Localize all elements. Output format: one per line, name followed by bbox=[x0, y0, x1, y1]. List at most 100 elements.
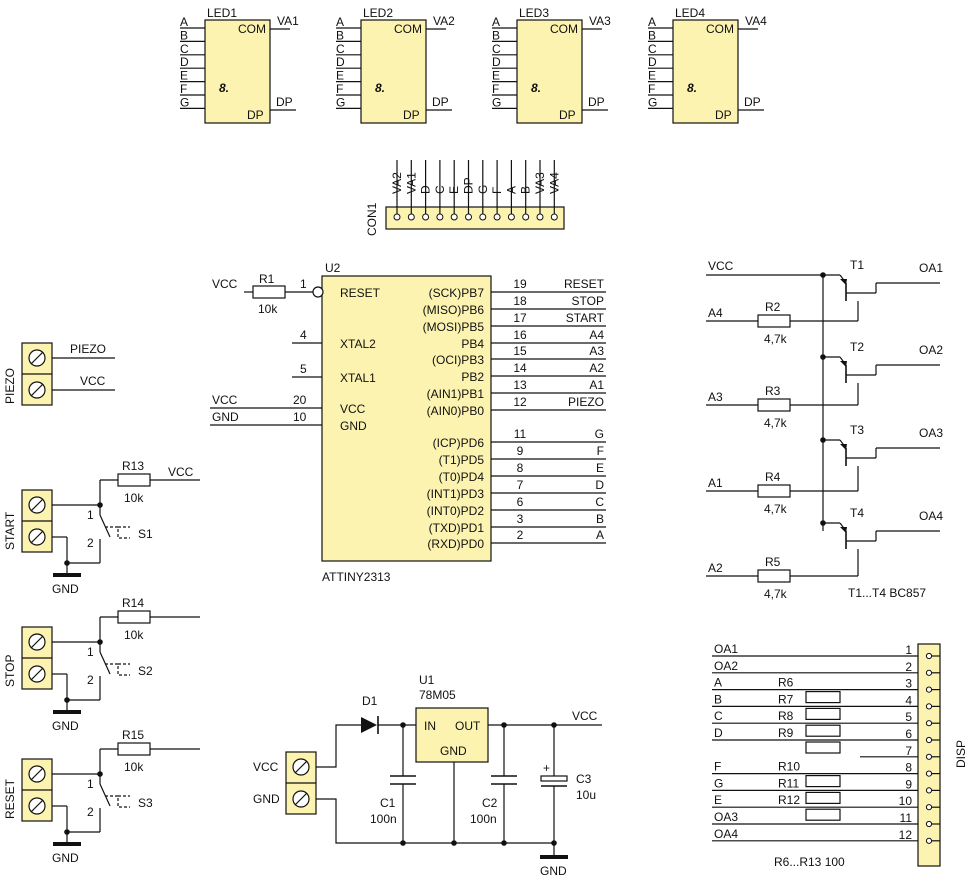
disp-pin bbox=[925, 669, 933, 676]
disp-resistor bbox=[805, 741, 841, 754]
con1-pin bbox=[422, 213, 430, 221]
disp-net: C bbox=[714, 709, 723, 723]
screw-icon bbox=[28, 665, 46, 683]
led-seg-g: G bbox=[336, 95, 345, 109]
reset-inversion-bubble bbox=[312, 286, 324, 298]
mcu-pin-num: 14 bbox=[513, 361, 527, 375]
disp-net: OA4 bbox=[714, 827, 738, 841]
switch-gnd: GND bbox=[52, 582, 79, 596]
mcu-pin-gnd: GND bbox=[340, 419, 367, 433]
regulator-u1 bbox=[415, 707, 489, 763]
switch-pin2: 2 bbox=[87, 536, 94, 550]
base-resistor-value: 4,7k bbox=[764, 332, 788, 346]
mcu-pin-vcc: VCC bbox=[340, 402, 366, 416]
power-supply: VCC GND D1 U1 78M05 IN OUT GND VCC C1 10… bbox=[253, 673, 602, 878]
disp-pin bbox=[925, 720, 933, 727]
psu-term-gnd: GND bbox=[253, 792, 280, 806]
led-seven-seg-glyph: 8. bbox=[219, 81, 229, 95]
con1-pin-label-2: VA1 bbox=[404, 172, 418, 194]
screw-icon bbox=[28, 349, 46, 367]
switch-pin1: 1 bbox=[87, 508, 94, 522]
led-dp-inner: DP bbox=[559, 108, 576, 122]
led-com-label: COM bbox=[238, 22, 266, 36]
led-ref: LED2 bbox=[363, 6, 393, 20]
switch-pin2: 2 bbox=[87, 673, 94, 687]
led-body bbox=[672, 19, 739, 124]
con1-pin bbox=[465, 213, 472, 221]
trans-note: T1...T4 BC857 bbox=[848, 586, 926, 600]
led-body bbox=[360, 19, 427, 124]
base-resistor bbox=[757, 569, 791, 583]
piezo-vcc-net: VCC bbox=[80, 374, 106, 388]
mcu-pin-xtal1: XTAL1 bbox=[340, 371, 376, 385]
mcu-pin-num: 12 bbox=[513, 395, 527, 409]
mcu-pin-net: PIEZO bbox=[568, 395, 604, 409]
disp-resistor bbox=[805, 791, 841, 805]
c2-value: 100n bbox=[470, 812, 497, 826]
led-seg-b: B bbox=[180, 28, 188, 42]
screw-icon bbox=[28, 633, 46, 651]
con1-pin-label-1: VA2 bbox=[390, 172, 404, 194]
mcu-pin-num: 18 bbox=[513, 294, 527, 308]
led-seven-seg-glyph: 8. bbox=[687, 81, 697, 95]
con1-pin bbox=[450, 213, 458, 221]
disp-pin-num: 12 bbox=[899, 828, 913, 842]
c3-plus: + bbox=[543, 761, 550, 775]
transistor-input-net: A1 bbox=[708, 476, 723, 490]
base-resistor-ref: R4 bbox=[765, 470, 781, 484]
resistor-ref: R13 bbox=[122, 459, 144, 473]
led-seg-g: G bbox=[180, 95, 189, 109]
reg-ref: U1 bbox=[419, 673, 435, 687]
con1-pin bbox=[536, 213, 544, 221]
mcu-pin-name: (TXD)PD1 bbox=[429, 521, 485, 535]
piezo-terminal: PIEZO VCC PIEZO bbox=[3, 342, 115, 406]
mcu-pin-4-num: 4 bbox=[300, 328, 307, 342]
screw-icon bbox=[292, 758, 310, 776]
con1-pin-label-12: VA4 bbox=[547, 172, 561, 194]
led-ref: LED1 bbox=[207, 6, 237, 20]
mcu-pin-net: B bbox=[596, 512, 604, 526]
transistor-ref: T4 bbox=[850, 506, 864, 520]
base-resistor bbox=[757, 484, 791, 498]
screw-icon bbox=[28, 381, 46, 399]
resistor-value: 10k bbox=[124, 760, 144, 774]
pullup-resistor bbox=[117, 473, 151, 487]
r1-value: 10k bbox=[258, 302, 278, 316]
disp-pin bbox=[925, 652, 933, 660]
led-seg-g: G bbox=[648, 95, 657, 109]
mcu-pin-net: C bbox=[595, 495, 604, 509]
led-seg-b: B bbox=[336, 28, 344, 42]
led-seg-f: F bbox=[336, 82, 343, 96]
mcu-pin-net: A2 bbox=[589, 361, 604, 375]
mcu-pin-num: 7 bbox=[517, 478, 524, 492]
led-seg-a: A bbox=[336, 15, 344, 29]
mcu-pin-net: A1 bbox=[589, 378, 604, 392]
mcu-pin-name: PB4 bbox=[461, 337, 484, 351]
disp-pin bbox=[925, 820, 933, 828]
led-dp: DP bbox=[432, 95, 449, 109]
mcu-part: ATTINY2313 bbox=[322, 570, 391, 584]
disp-pin-num: 10 bbox=[899, 794, 913, 808]
led-va: VA1 bbox=[277, 14, 299, 28]
resistor-net: VCC bbox=[168, 465, 194, 479]
transistor-out: OA3 bbox=[919, 426, 943, 440]
disp-net: B bbox=[714, 692, 722, 706]
reg-in: IN bbox=[424, 719, 436, 733]
led-dp: DP bbox=[744, 95, 761, 109]
led-body bbox=[516, 19, 583, 124]
led-va: VA2 bbox=[433, 14, 455, 28]
disp-label: DISP bbox=[954, 740, 968, 768]
transistor-ref: T1 bbox=[850, 258, 864, 272]
con1-pin-label-4: C bbox=[433, 185, 447, 194]
